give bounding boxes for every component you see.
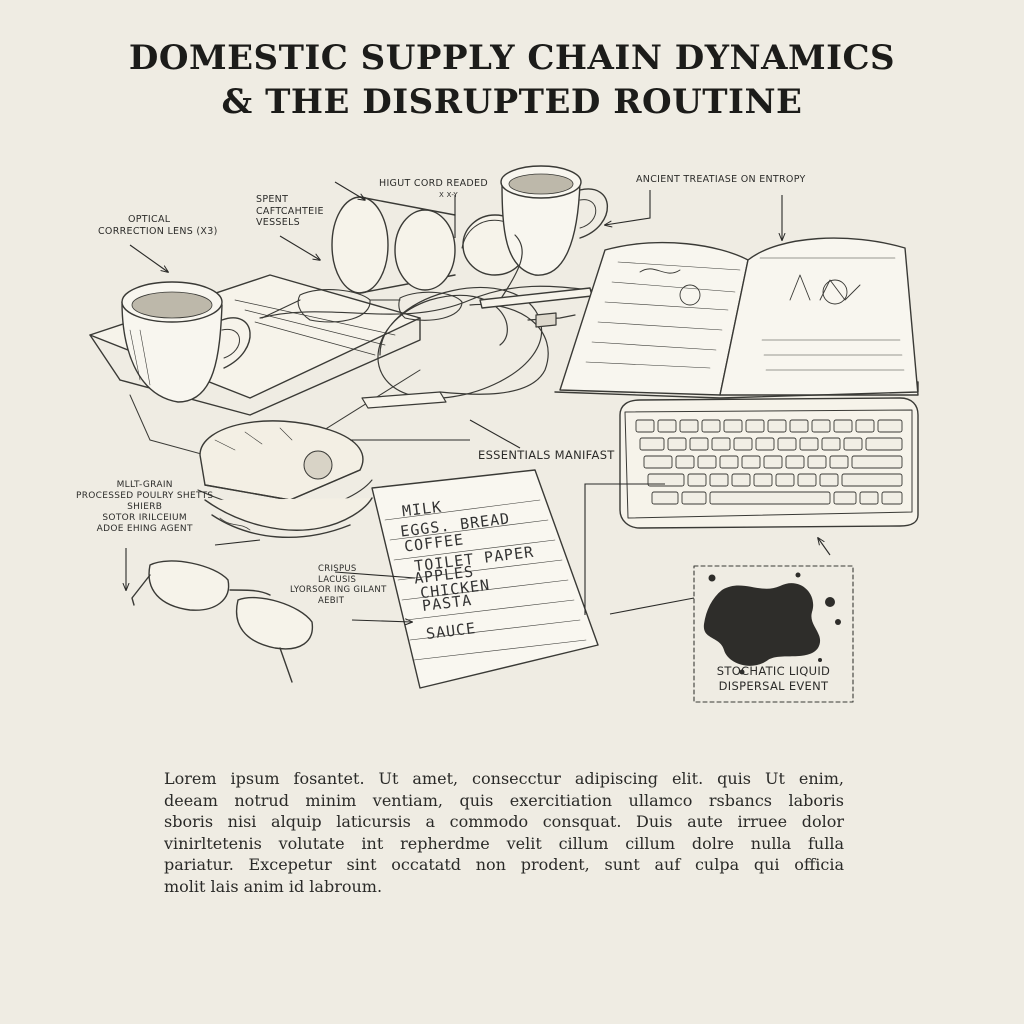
label-crispus-line-4: AEBIT	[318, 595, 345, 606]
spill-box	[693, 565, 854, 703]
label-crispus-line-1: CRISPUS	[318, 564, 357, 574]
label-treatise-text: ANCIENT TREATIASE ON ENTROPY	[636, 174, 806, 185]
label-spent-line-3: VESSELS	[256, 217, 300, 228]
label-treatise: ANCIENT TREATIASE ON ENTROPY	[636, 174, 806, 186]
body-line-6: molit lais anim id labroum.	[164, 876, 383, 896]
label-sandwich-line-1: MLLT-GRAIN	[116, 480, 173, 490]
label-spill: STOCHATIC LIQUID DISPERSAL EVENT	[700, 664, 847, 694]
sandwich-sketch	[197, 420, 373, 538]
body-line-3: sboris nisi alquip laticursis a commodo …	[164, 812, 844, 831]
label-sandwich-line-3: SHIERB	[127, 502, 163, 512]
left-coffee-mug	[121, 281, 251, 403]
label-spill-line-1: STOCHATIC LIQUID	[716, 664, 831, 678]
label-sandwich: MLLT-GRAIN PROCESSED POULRY SHETTS SHIER…	[76, 480, 213, 535]
label-manifest-text: ESSENTIALS MANIFAST	[478, 448, 615, 462]
body-paragraph: Lorem ipsum fosantet. Ut amet, consecctu…	[164, 768, 844, 897]
label-cord-line-1: HIGUT CORD READED	[379, 178, 488, 189]
label-optical-line-2: CORRECTION LENS (x3)	[98, 225, 218, 237]
label-sandwich-line-4: SOTOR IRILCEIUM	[102, 513, 187, 523]
body-line-5: pariatur. Excepetur sint occatatd non pr…	[164, 855, 844, 874]
keyboard-keys	[635, 419, 903, 505]
label-cord-line-2: x x-Y	[439, 190, 458, 199]
label-crispus: CRISPUS LACUSIS LYORSOR ING GILANT AEBIT	[290, 564, 387, 606]
title-line-1: DOMESTIC SUPPLY CHAIN DYNAMICS	[128, 38, 896, 78]
label-crispus-line-3: LYORSOR ING GILANT	[290, 585, 387, 595]
label-spent-line-2: CAFTCAHTEIE	[256, 205, 324, 217]
top-coffee-mug	[500, 165, 608, 276]
body-line-1: Lorem ipsum fosantet. Ut amet, consecctu…	[164, 769, 844, 788]
label-spent-vessels: SPENT CAFTCAHTEIE VESSELS	[256, 194, 324, 229]
label-optical-lens: OPTICAL CORRECTION LENS (x3)	[98, 214, 218, 237]
title-line-2: & THE DISRUPTED ROUTINE	[221, 82, 803, 122]
label-optical-line-1: OPTICAL	[128, 214, 171, 225]
label-spent-line-1: SPENT	[256, 194, 289, 205]
spent-vessels	[331, 196, 529, 294]
bottom-glasses	[131, 560, 313, 683]
ink-spill-blot	[703, 572, 841, 675]
body-line-4: vinirltetenis volutate int repherdme vel…	[164, 833, 844, 853]
label-sandwich-line-2: PROCESSED POULRY SHETTS	[76, 491, 214, 501]
label-sandwich-line-5: ADOE EHING AGENT	[96, 524, 193, 534]
shopping-list-paper	[371, 469, 599, 689]
open-book	[554, 237, 919, 399]
label-crispus-line-2: LACUSIS	[318, 574, 357, 585]
body-line-2: deeam notrud minim ventiam, quis exercit…	[164, 790, 844, 810]
label-cord: HIGUT CORD READED x x-Y	[379, 178, 488, 201]
label-spill-line-2: DISPERSAL EVENT	[718, 679, 829, 693]
glasses-on-desk	[261, 289, 463, 323]
page-title: DOMESTIC SUPPLY CHAIN DYNAMICS & THE DIS…	[0, 36, 1024, 124]
label-essentials-manifest: ESSENTIALS MANIFAST	[478, 449, 615, 462]
